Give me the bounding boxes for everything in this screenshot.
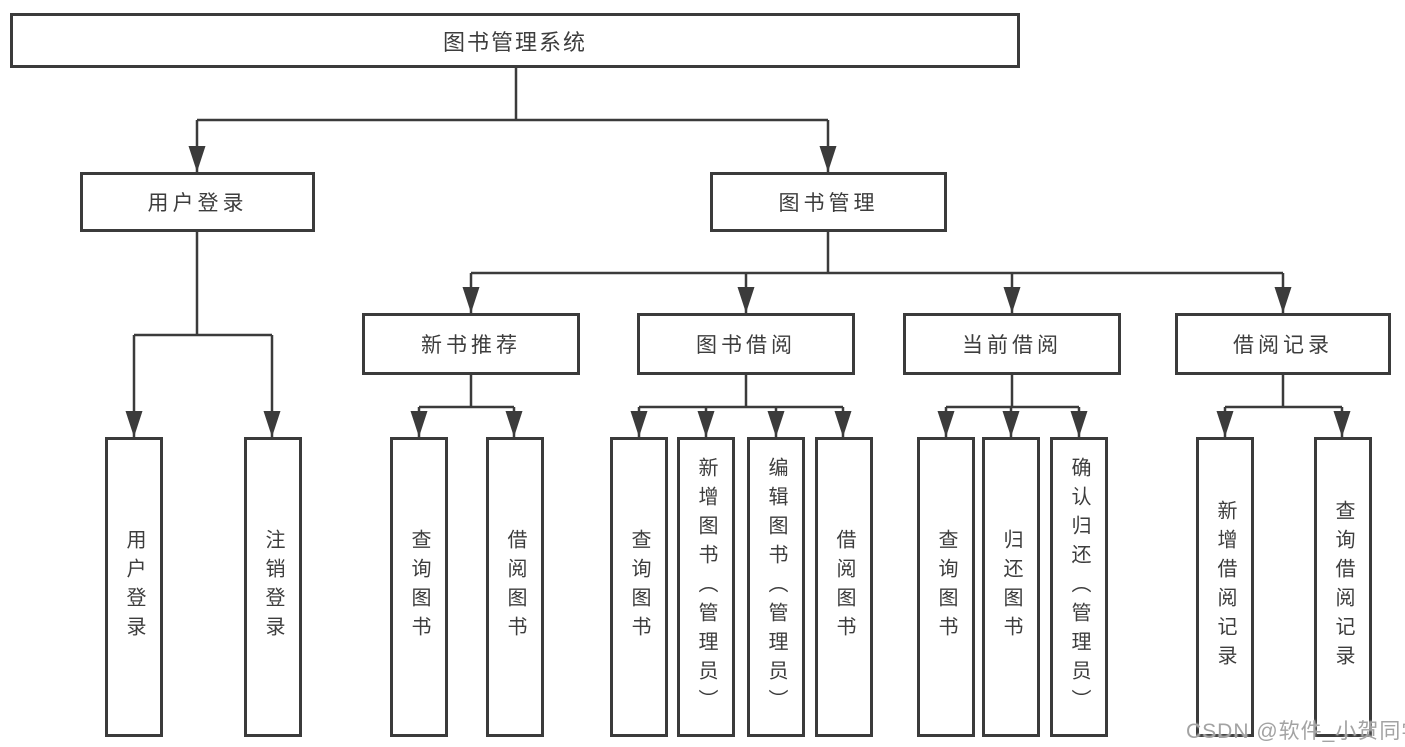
node-label: 图书借阅	[696, 334, 796, 357]
node-leaf-query-books-1: 查询图书	[390, 437, 448, 737]
node-label: 查询图书	[628, 529, 650, 645]
node-book-management-branch: 图书管理	[710, 172, 947, 232]
node-label: 查询图书	[935, 529, 957, 645]
node-borrowing-records: 借阅记录	[1175, 313, 1391, 375]
node-leaf-borrow-books-1: 借阅图书	[486, 437, 544, 737]
node-label: 新增图书（管理员）	[695, 456, 717, 718]
node-leaf-return-books: 归还图书	[982, 437, 1040, 737]
node-label: 查询图书	[408, 529, 430, 645]
node-label: 用户登录	[147, 192, 248, 215]
node-label: 新书推荐	[421, 334, 521, 357]
tree-lines	[132, 68, 1344, 437]
node-label: 归还图书	[1000, 529, 1022, 645]
node-label: 编辑图书（管理员）	[765, 456, 787, 718]
node-label: 图书管理	[778, 192, 879, 215]
node-label: 借阅记录	[1233, 334, 1333, 357]
node-user-login-branch: 用户登录	[80, 172, 315, 232]
node-leaf-confirm-return-admin: 确认归还（管理员）	[1050, 437, 1108, 737]
node-leaf-query-books-3: 查询图书	[917, 437, 975, 737]
node-new-book-recommend: 新书推荐	[362, 313, 580, 375]
node-label: 查询借阅记录	[1332, 500, 1354, 674]
node-library-management-system: 图书管理系统	[10, 13, 1020, 68]
node-current-borrowing: 当前借阅	[903, 313, 1121, 375]
node-leaf-edit-books-admin: 编辑图书（管理员）	[747, 437, 805, 737]
node-leaf-logout: 注销登录	[244, 437, 302, 737]
node-label: 新增借阅记录	[1214, 500, 1236, 674]
csdn-watermark: CSDN @软件_小贺同学	[1186, 720, 1405, 743]
node-label: 当前借阅	[962, 334, 1062, 357]
node-book-borrowing: 图书借阅	[637, 313, 855, 375]
node-label: 用户登录	[123, 529, 145, 645]
node-label: 确认归还（管理员）	[1068, 456, 1090, 718]
node-label: 图书管理系统	[442, 29, 587, 55]
node-leaf-user-login: 用户登录	[105, 437, 163, 737]
node-label: 借阅图书	[833, 529, 855, 645]
node-label: 借阅图书	[504, 529, 526, 645]
node-leaf-query-borrow-record: 查询借阅记录	[1314, 437, 1372, 737]
node-leaf-query-books-2: 查询图书	[610, 437, 668, 737]
node-leaf-add-borrow-record: 新增借阅记录	[1196, 437, 1254, 737]
node-leaf-borrow-books-2: 借阅图书	[815, 437, 873, 737]
node-leaf-add-books-admin: 新增图书（管理员）	[677, 437, 735, 737]
node-label: 注销登录	[262, 529, 284, 645]
